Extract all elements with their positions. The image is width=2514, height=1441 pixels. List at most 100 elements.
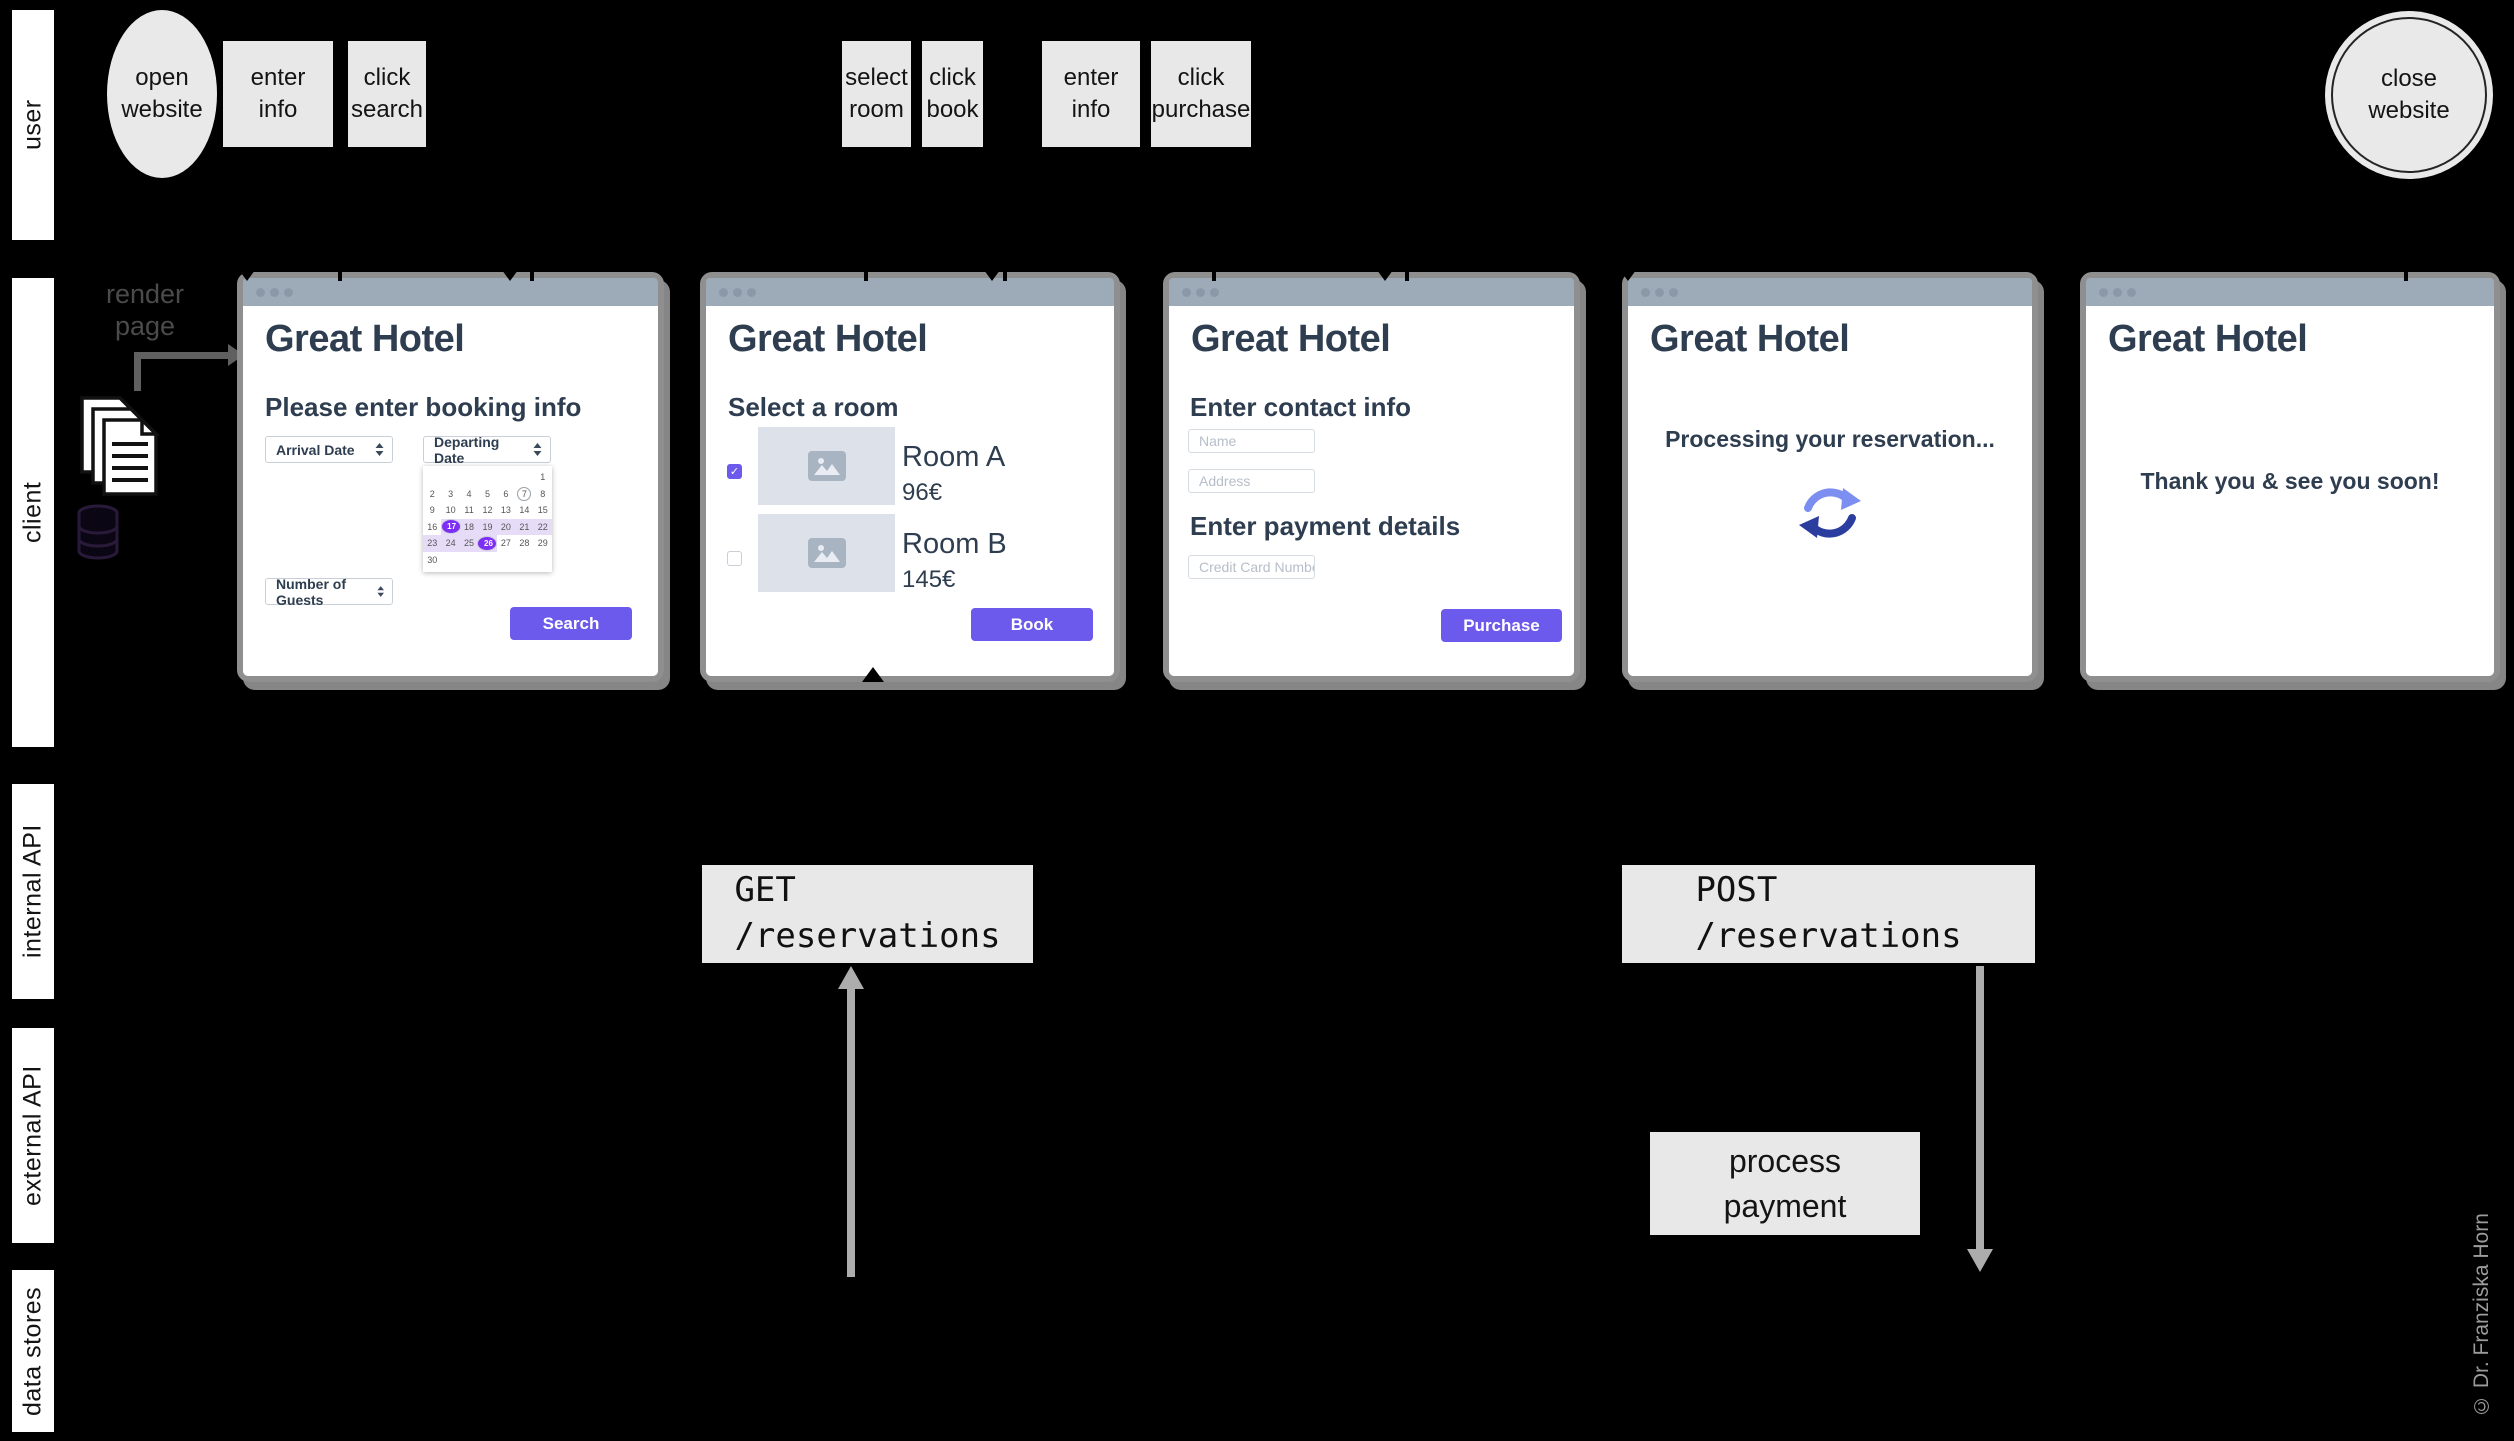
number-of-guests-select[interactable]: Number of Guests xyxy=(265,576,393,608)
calendar-day[interactable]: 25 xyxy=(459,535,479,552)
calendar-day[interactable]: 4 xyxy=(466,488,472,499)
calendar-day xyxy=(478,552,496,569)
browser-titlebar xyxy=(243,278,658,306)
browser-window-thanks: Great Hotel Thank you & see you soon! xyxy=(2080,272,2500,682)
arrival-date-select[interactable]: Arrival Date xyxy=(265,436,393,463)
calendar-day[interactable]: 3 xyxy=(448,488,454,499)
calendar-day[interactable]: 2 xyxy=(429,488,435,499)
connector-notch xyxy=(2404,266,2408,281)
connector-notch xyxy=(530,266,534,281)
connector-notch xyxy=(1617,266,1639,281)
window-dot-icon xyxy=(284,287,293,297)
thank-you-message: Thank you & see you soon! xyxy=(2140,468,2440,494)
window-dot-icon xyxy=(1196,287,1205,297)
room-a-checkbox[interactable]: ✓ xyxy=(727,464,742,479)
departing-date-select[interactable]: Departing Date xyxy=(423,434,551,466)
calendar-day xyxy=(515,552,533,569)
room-b-name: Room B xyxy=(902,528,1007,560)
post-arrow-head xyxy=(1967,1249,1993,1272)
calendar-day[interactable]: 12 xyxy=(482,505,493,516)
render-arrow xyxy=(134,355,141,391)
window-dot-icon xyxy=(747,287,756,297)
calendar-day[interactable]: 1 xyxy=(540,472,546,483)
room-b-price: 145€ xyxy=(902,566,956,593)
node-select-room: select room xyxy=(842,41,911,147)
search-button[interactable]: Search xyxy=(510,607,632,640)
calendar-day[interactable]: 23 xyxy=(423,535,442,552)
image-icon xyxy=(807,538,846,568)
calendar-day xyxy=(460,552,478,569)
calendar-day[interactable]: 26 xyxy=(477,535,498,552)
calendar-day[interactable]: 22 xyxy=(533,518,552,535)
lane-label-client: client xyxy=(12,278,54,747)
post-arrow xyxy=(1976,966,1984,1251)
window-dot-icon xyxy=(719,287,728,297)
address-field[interactable] xyxy=(1188,469,1315,493)
browser-window-checkout: Great Hotel Enter contact info Enter pay… xyxy=(1163,272,1580,682)
window-dot-icon xyxy=(2099,287,2108,297)
calendar-day xyxy=(423,469,441,486)
browser-window-booking: Great Hotel Please enter booking info Ar… xyxy=(237,272,664,682)
calendar-day xyxy=(497,552,515,569)
calendar-day[interactable]: 6 xyxy=(503,488,509,499)
window-dot-icon xyxy=(1641,287,1650,297)
lane-label-internal-api: internal API xyxy=(12,784,54,999)
page-title: Great Hotel xyxy=(265,318,465,360)
documents-icon xyxy=(80,396,164,503)
node-process-payment: process payment xyxy=(1650,1132,1920,1235)
connector-notch xyxy=(499,266,521,281)
connector-notch xyxy=(862,667,884,682)
node-close-website: close website xyxy=(2325,11,2493,179)
calendar-day[interactable]: 8 xyxy=(540,488,546,499)
node-enter-info-1: enter info xyxy=(223,41,333,147)
connector-notch xyxy=(1212,266,1216,281)
book-button[interactable]: Book xyxy=(971,608,1093,641)
calendar-day[interactable]: 24 xyxy=(441,535,460,552)
credit-card-field[interactable] xyxy=(1188,555,1315,579)
node-click-book: click book xyxy=(922,41,983,147)
calendar-day[interactable]: 9 xyxy=(429,505,435,516)
calendar-day[interactable]: 15 xyxy=(537,505,548,516)
calendar-day[interactable]: 14 xyxy=(519,505,530,516)
purchase-button[interactable]: Purchase xyxy=(1441,609,1562,642)
calendar-day[interactable]: 27 xyxy=(500,538,511,549)
calendar-day[interactable]: 19 xyxy=(478,518,497,535)
payment-heading: Enter payment details xyxy=(1190,511,1461,541)
get-arrow-head xyxy=(838,966,864,989)
calendar-day[interactable]: 7 xyxy=(515,486,533,503)
calendar-day[interactable]: 10 xyxy=(445,505,456,516)
calendar-day xyxy=(441,469,459,486)
calendar-day[interactable]: 30 xyxy=(427,554,438,565)
page-title: Great Hotel xyxy=(728,318,928,360)
page-title: Great Hotel xyxy=(1650,318,1850,360)
window-dot-icon xyxy=(1669,287,1678,297)
name-field[interactable] xyxy=(1188,429,1315,453)
connector-notch xyxy=(236,266,258,281)
calendar-day[interactable]: 5 xyxy=(484,488,490,499)
page-title: Great Hotel xyxy=(2108,318,2308,360)
window-dot-icon xyxy=(733,287,742,297)
browser-titlebar xyxy=(1628,278,2032,306)
calendar-day[interactable]: 18 xyxy=(459,518,479,535)
calendar-day[interactable]: 28 xyxy=(519,538,530,549)
room-a-price: 96€ xyxy=(902,479,943,506)
copyright-label: © Dr. Franziska Horn xyxy=(2470,1213,2493,1417)
calendar-day[interactable]: 21 xyxy=(515,518,534,535)
booking-subtitle: Please enter booking info xyxy=(265,392,582,422)
calendar-day[interactable]: 20 xyxy=(496,518,516,535)
window-dot-icon xyxy=(1182,287,1191,297)
calendar-day[interactable]: 13 xyxy=(500,505,511,516)
database-icon xyxy=(76,504,120,567)
contact-heading: Enter contact info xyxy=(1190,392,1412,422)
lane-label-user: user xyxy=(12,10,54,240)
calendar-day[interactable]: 16 xyxy=(427,521,438,532)
calendar-day xyxy=(497,469,515,486)
lane-label-external-api: external API xyxy=(12,1028,54,1243)
node-click-search: click search xyxy=(348,41,426,147)
calendar-day[interactable]: 29 xyxy=(537,538,548,549)
room-b-checkbox[interactable] xyxy=(727,551,742,566)
connector-notch xyxy=(1003,266,1007,281)
calendar-day[interactable]: 11 xyxy=(464,505,474,516)
calendar-day[interactable]: 17 xyxy=(440,518,461,535)
connector-notch xyxy=(1405,266,1409,281)
